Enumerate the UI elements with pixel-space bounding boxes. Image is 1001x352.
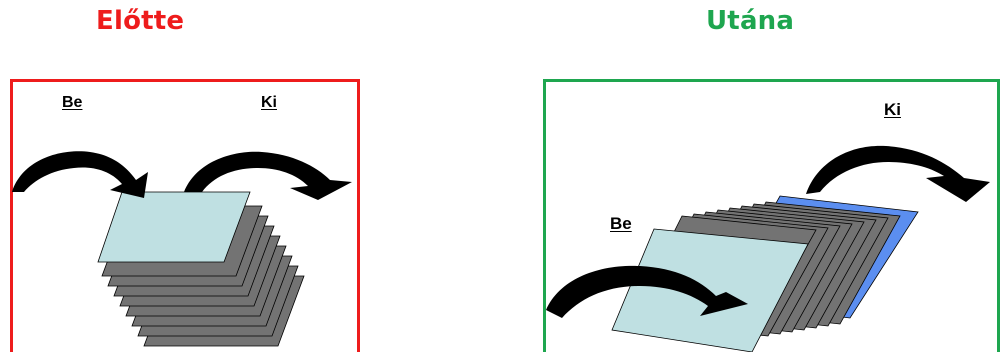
before-in-arrow [12,151,148,198]
before-in-label: Be [62,94,82,112]
after-in-label: Be [610,214,632,234]
before-out-label: Ki [261,94,277,112]
before-input-sheet [98,192,250,262]
after-out-arrow [806,146,990,202]
after-out-label: Ki [884,100,901,120]
